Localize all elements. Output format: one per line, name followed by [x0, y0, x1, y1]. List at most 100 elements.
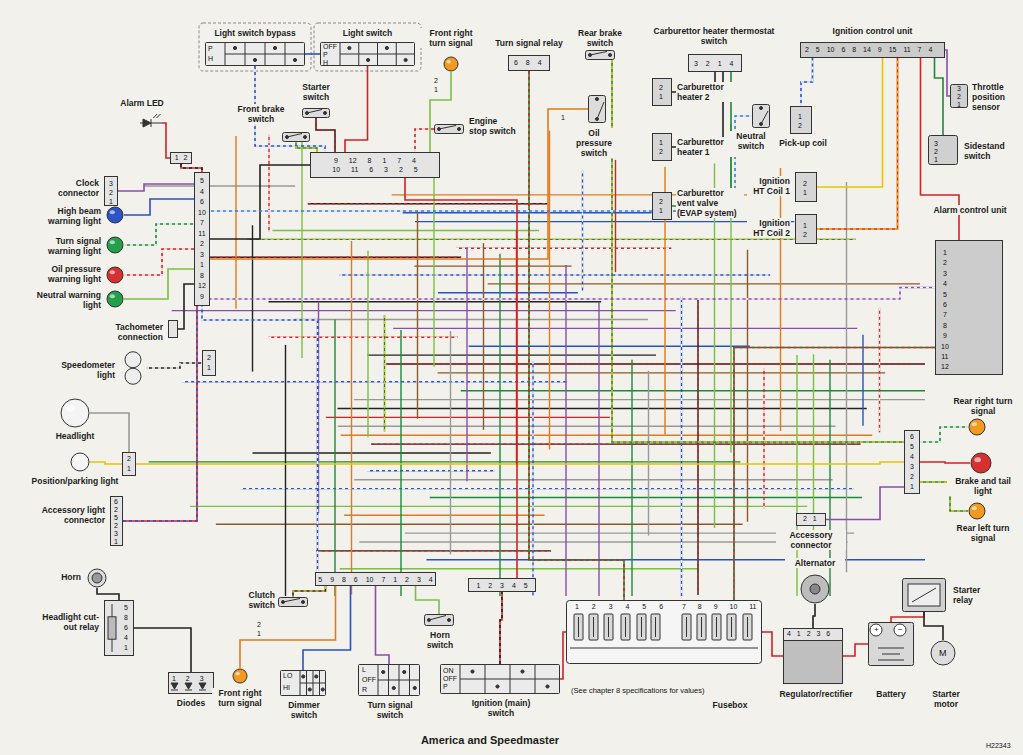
connector-block-art — [202, 350, 216, 376]
wire — [368, 251, 369, 438]
note-label: 2 1 — [256, 620, 262, 638]
wire-line — [144, 185, 295, 186]
bulb-highlight — [110, 294, 115, 298]
wire — [376, 586, 390, 664]
wire — [450, 331, 451, 554]
wire — [136, 462, 904, 464]
wire-line — [714, 164, 715, 529]
wire — [118, 184, 194, 191]
wire-connector — [296, 142, 317, 152]
bulb-highlight — [974, 457, 981, 462]
shape-stroke — [912, 588, 936, 602]
wire — [302, 134, 303, 358]
shape-circle — [107, 267, 123, 283]
pin-number: R — [362, 686, 367, 694]
wire-connector — [316, 118, 335, 152]
wire — [817, 58, 898, 229]
component-label: Dimmer switch — [276, 700, 332, 720]
shape-stroke — [747, 617, 748, 637]
shape-circle — [273, 46, 276, 49]
note-label: 1 — [560, 114, 566, 122]
wire-line — [384, 315, 385, 431]
shape-circle — [404, 58, 407, 61]
shape-circle — [609, 54, 612, 57]
horn-symbol-art — [86, 568, 108, 588]
bulb-symbol: High beam warning light — [106, 206, 124, 224]
wire — [582, 171, 583, 291]
wire — [269, 134, 270, 232]
wire-connector — [90, 462, 122, 464]
wire-connector — [891, 612, 924, 622]
pin-number: P — [208, 45, 213, 53]
component-label: Headlight — [45, 431, 105, 441]
wire — [467, 247, 468, 481]
shape-rect — [203, 351, 216, 376]
wire-line — [393, 328, 857, 329]
wire — [134, 628, 191, 672]
pin-numbers: 1 2 — [175, 154, 188, 162]
wire-connector — [920, 427, 968, 442]
switch-symbol-art — [752, 104, 770, 128]
shape-rect — [682, 614, 691, 640]
wire-line — [483, 243, 484, 430]
wire-connector — [405, 178, 517, 578]
wire-connector — [817, 58, 883, 187]
bulb-symbol: Rear right turn signal — [968, 418, 986, 436]
connector-block: 9 12 8 1 7 410 11 6 3 2 5 — [310, 152, 440, 178]
wire-connector — [560, 632, 566, 679]
shape-stroke — [300, 683, 326, 684]
wire-tracer — [268, 337, 457, 338]
shape-stroke — [307, 110, 322, 114]
wire-line — [469, 346, 750, 347]
led-symbol: Alarm LED — [140, 118, 162, 128]
wire — [698, 300, 699, 595]
pin-number: H — [323, 59, 328, 67]
pin-number: ON — [443, 667, 454, 675]
wire-connector — [920, 462, 970, 463]
component-label: Oil pressure switch — [572, 128, 616, 158]
shape-rect — [784, 629, 843, 641]
shape-rect — [316, 573, 436, 586]
component-label: Brake and tail light — [947, 476, 1019, 496]
wire — [124, 249, 194, 275]
wire — [272, 230, 539, 231]
wire-connector — [924, 612, 943, 640]
switch-symbol-art — [434, 124, 464, 134]
pin-numbers: 5 9 8 6 10 7 1 2 3 4 — [318, 575, 432, 584]
switch-symbol-art — [424, 614, 454, 626]
shape-rect — [801, 43, 945, 58]
wire — [247, 239, 856, 240]
bulb-symbol: Turn signal warning light — [106, 236, 124, 254]
wire-tracer — [316, 118, 335, 152]
connector-block: 5 9 8 6 10 7 1 2 3 4 — [315, 572, 436, 586]
wire-connector — [303, 586, 351, 670]
wire-line — [272, 230, 539, 231]
pin-numbers: 1 2 3 4 5 — [476, 581, 527, 590]
wire-line — [339, 274, 770, 275]
wire — [124, 224, 194, 245]
wire — [124, 199, 194, 215]
pin-number: 2 1 — [659, 83, 663, 101]
shape-rect — [929, 136, 958, 165]
wire-tracer — [415, 129, 434, 152]
shape-stroke — [597, 102, 604, 119]
bulb-symbol-art — [70, 452, 90, 472]
shape-stroke — [460, 679, 560, 680]
component-label: Fusebox — [700, 700, 760, 710]
relay-symbol-art — [902, 578, 946, 612]
component-label: Regulator/rectifier — [768, 689, 864, 699]
bulb-highlight — [235, 672, 240, 676]
relay-symbol: Starter relay — [902, 578, 946, 612]
wire — [335, 319, 336, 596]
wire-connector — [210, 109, 588, 259]
wire-line — [149, 461, 741, 462]
pin-number: 3 2 1 4 — [694, 60, 733, 68]
wire-tracer — [202, 306, 318, 572]
shape-stroke — [655, 617, 656, 637]
wire — [945, 50, 950, 96]
wire-line — [247, 239, 856, 240]
shape-rect — [796, 173, 817, 202]
wire-tracer — [182, 381, 567, 382]
switch-symbol-art — [282, 132, 310, 142]
